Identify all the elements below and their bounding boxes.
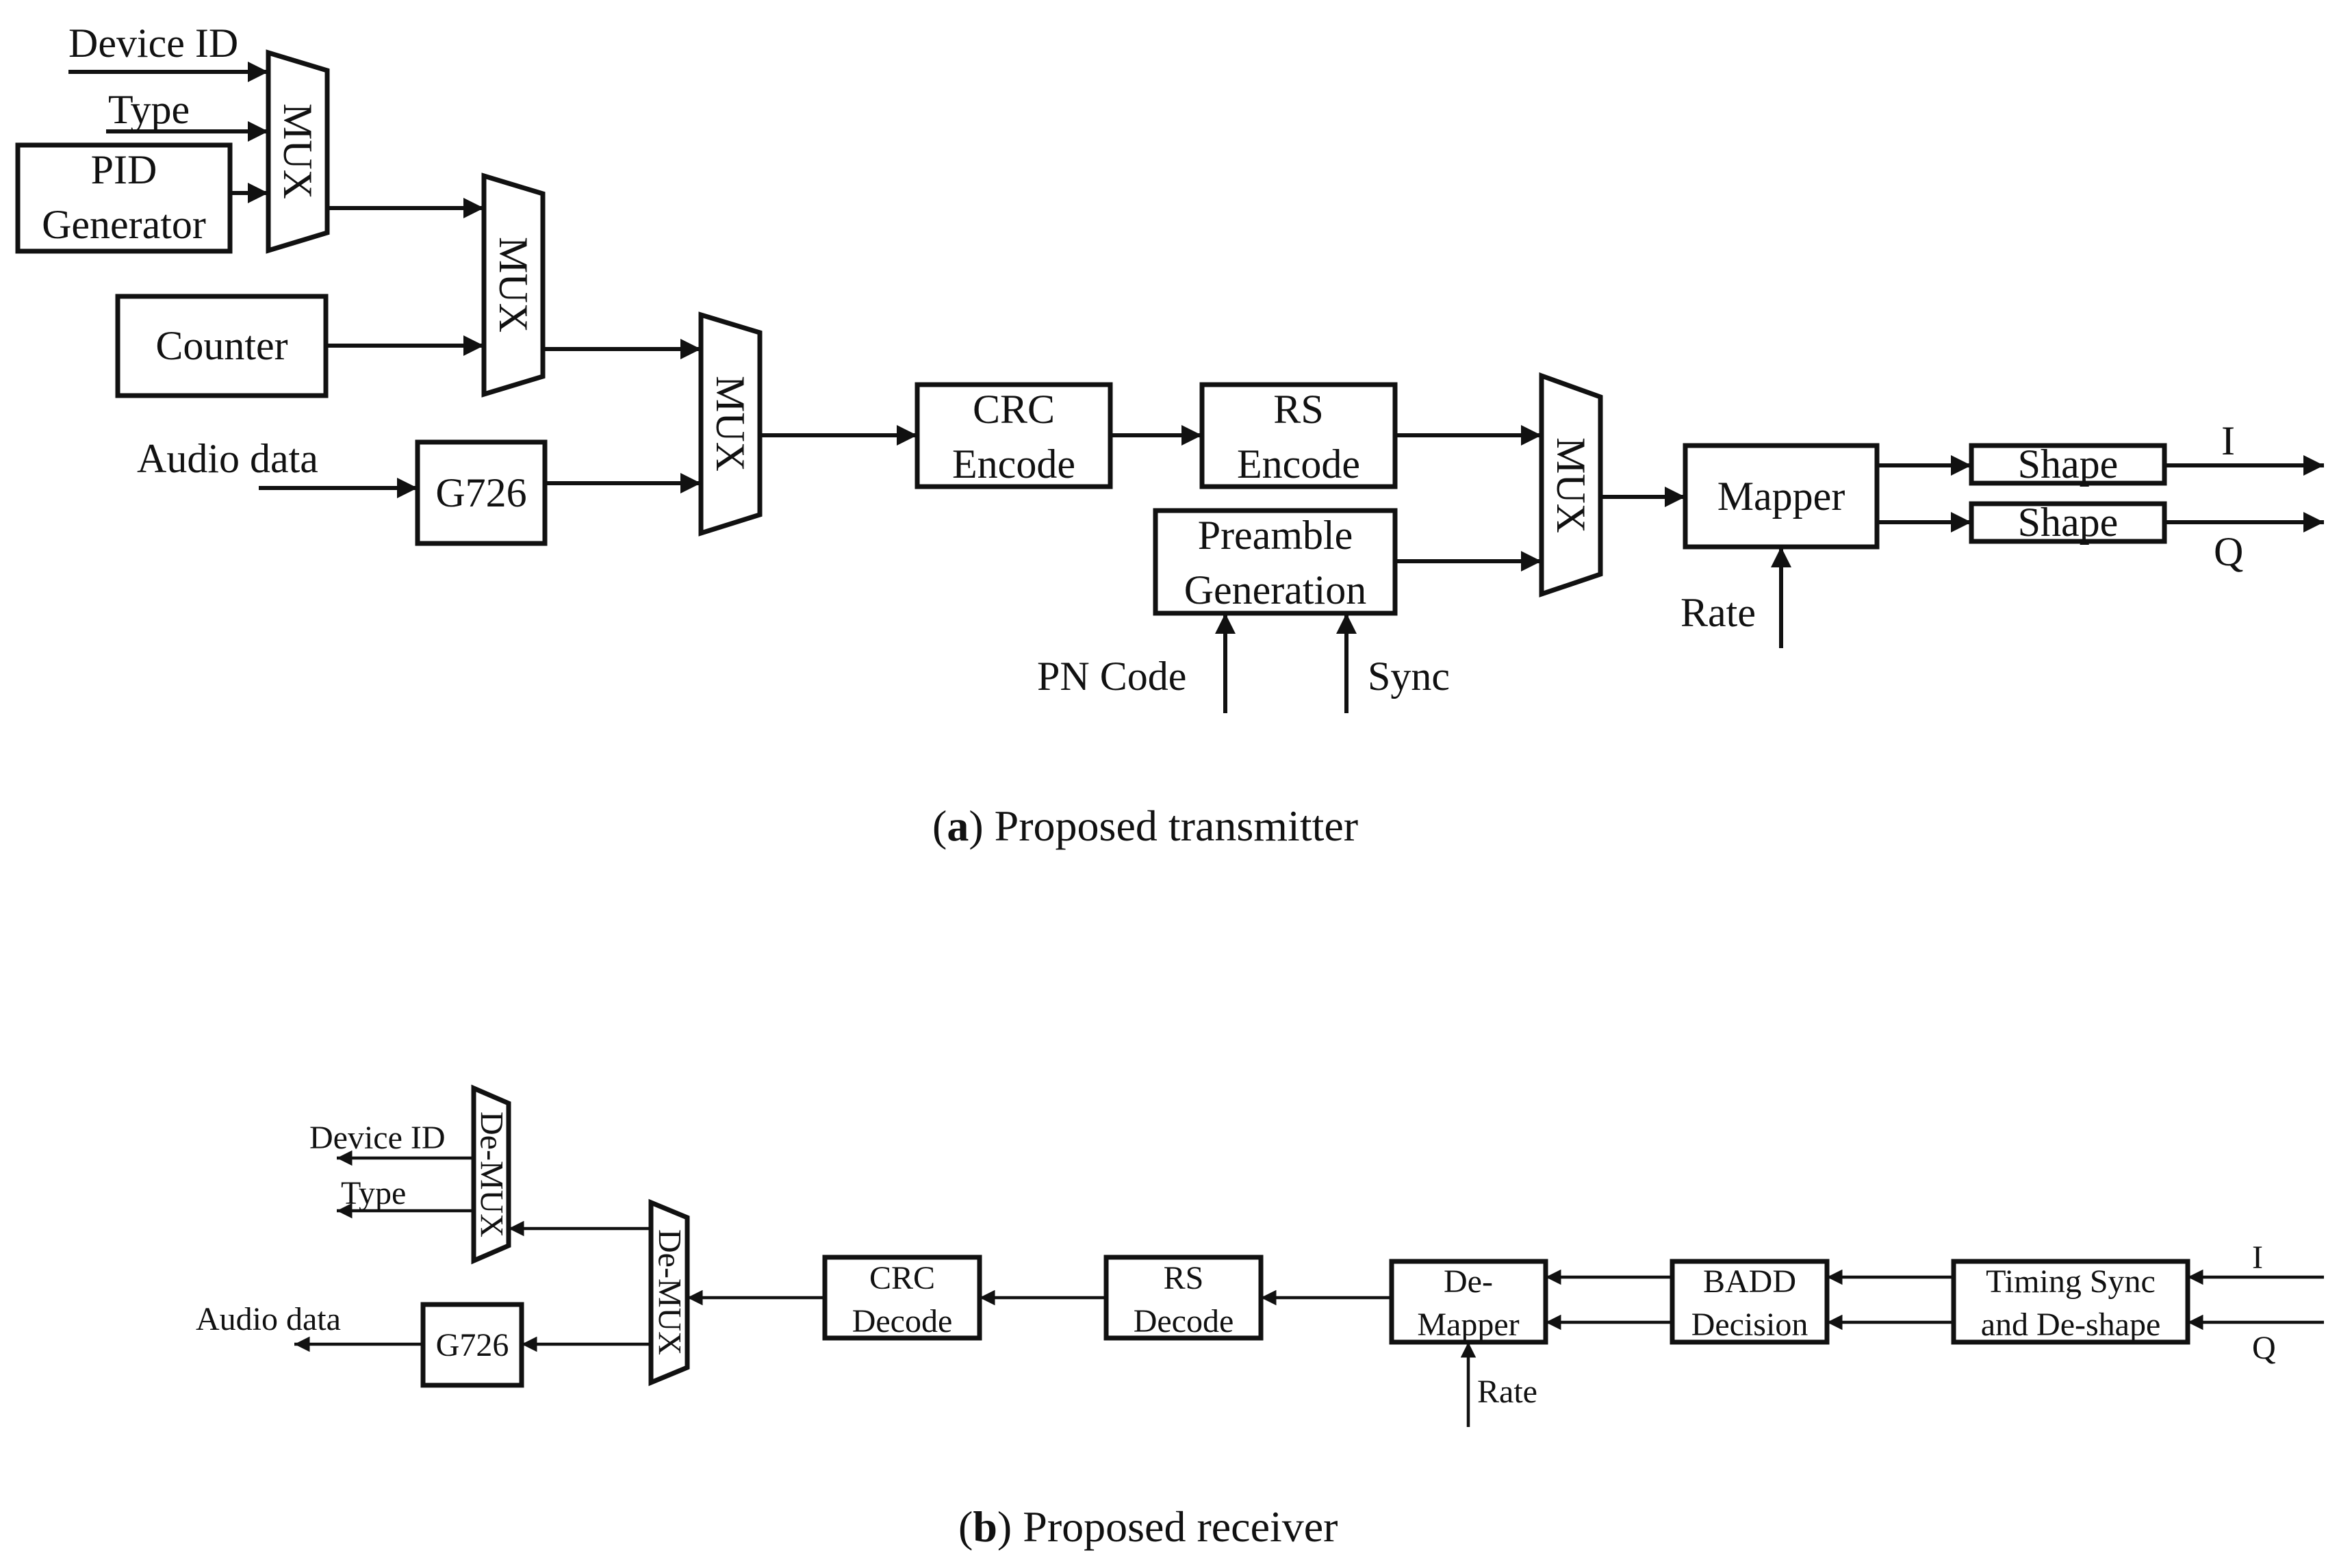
rx-demux-2-label: De-MUX xyxy=(652,1229,688,1355)
crc-decode-label-line2: Decode xyxy=(852,1303,953,1339)
timing-sync-block xyxy=(1951,1259,2190,1345)
tx-mux-4-label: MUX xyxy=(1548,437,1594,533)
tx-device-id-label: Device ID xyxy=(68,21,238,66)
preamble-generation-label-line2: Generation xyxy=(1184,567,1367,613)
badd-decision-label-line1: BADD xyxy=(1703,1263,1796,1300)
transmitter-caption-text: Proposed transmitter xyxy=(995,801,1358,850)
pn-code-label: PN Code xyxy=(1037,654,1186,699)
tx-mux-2 xyxy=(481,172,546,398)
shape-i-label: Shape xyxy=(2018,441,2119,487)
tx-g726-label: G726 xyxy=(435,470,526,515)
crc-encode-label-line1: CRC xyxy=(973,387,1055,432)
sync-label: Sync xyxy=(1368,654,1450,699)
tx-output-i-label: I xyxy=(2221,418,2235,463)
transmitter-diagram: Device ID Type Audio data PID Generator … xyxy=(15,21,2324,850)
rx-rate-label: Rate xyxy=(1477,1374,1537,1410)
rs-decode-label-line2: Decode xyxy=(1134,1303,1234,1339)
rx-device-id-label: Device ID xyxy=(309,1120,446,1156)
demapper-label-line1: De- xyxy=(1444,1263,1493,1300)
timing-sync-label-line2: and De-shape xyxy=(1981,1307,2161,1343)
shape-q-label: Shape xyxy=(2018,500,2119,545)
crc-decode-label-line1: CRC xyxy=(869,1260,935,1296)
tx-audio-data-label: Audio data xyxy=(137,436,318,481)
receiver-diagram: De-MUX De-MUX G726 CRC Decode RS Decode … xyxy=(196,1084,2324,1551)
rx-demux-2 xyxy=(648,1198,690,1387)
crc-decode-block xyxy=(822,1255,982,1341)
counter-label: Counter xyxy=(155,323,287,368)
rs-encode-label-line2: Encode xyxy=(1237,441,1360,487)
demapper-label-line2: Mapper xyxy=(1417,1307,1519,1343)
receiver-caption-letter: b xyxy=(973,1502,997,1551)
tx-rate-label: Rate xyxy=(1680,590,1756,635)
rx-g726-label: G726 xyxy=(436,1327,509,1363)
tx-mux-4 xyxy=(1539,372,1603,597)
tx-type-label: Type xyxy=(108,87,190,132)
transmitter-caption-letter: a xyxy=(947,801,969,850)
timing-sync-label-line1: Timing Sync xyxy=(1986,1263,2156,1300)
rs-decode-block xyxy=(1103,1255,1264,1341)
rx-type-label: Type xyxy=(341,1175,406,1211)
rx-demux-1-label: De-MUX xyxy=(474,1111,510,1237)
tx-output-q-label: Q xyxy=(2214,529,2243,574)
tx-mux-3 xyxy=(698,311,763,537)
tx-mux-1 xyxy=(266,49,330,254)
rx-input-q-label: Q xyxy=(2252,1330,2276,1366)
rx-audio-data-label: Audio data xyxy=(196,1301,341,1337)
tx-mux-3-label: MUX xyxy=(708,376,753,472)
receiver-caption: (b) Proposed receiver xyxy=(958,1502,1338,1551)
mapper-label: Mapper xyxy=(1717,474,1845,519)
crc-encode-label-line2: Encode xyxy=(952,441,1075,487)
preamble-generation-label-line1: Preamble xyxy=(1198,513,1353,558)
tx-g726-block xyxy=(415,439,548,546)
rx-input-i-label: I xyxy=(2252,1239,2263,1276)
pid-generator-label-line1: PID xyxy=(91,147,157,192)
tx-mux-1-label: MUX xyxy=(275,103,320,199)
receiver-caption-text: Proposed receiver xyxy=(1023,1502,1338,1551)
tx-mux-2-label: MUX xyxy=(491,237,536,333)
counter-block xyxy=(115,294,329,398)
shape-q-block xyxy=(1969,501,2167,544)
rs-encode-label-line1: RS xyxy=(1273,387,1323,432)
preamble-generation-block xyxy=(1153,508,1398,616)
rs-decode-label-line1: RS xyxy=(1164,1260,1204,1296)
rx-demux-1 xyxy=(471,1084,511,1265)
pid-generator-label-line2: Generator xyxy=(42,202,206,247)
pid-generator-block xyxy=(15,142,233,254)
badd-decision-label-line2: Decision xyxy=(1691,1307,1808,1343)
transmitter-caption: (a) Proposed transmitter xyxy=(932,801,1358,850)
badd-decision-block xyxy=(1670,1259,1830,1345)
